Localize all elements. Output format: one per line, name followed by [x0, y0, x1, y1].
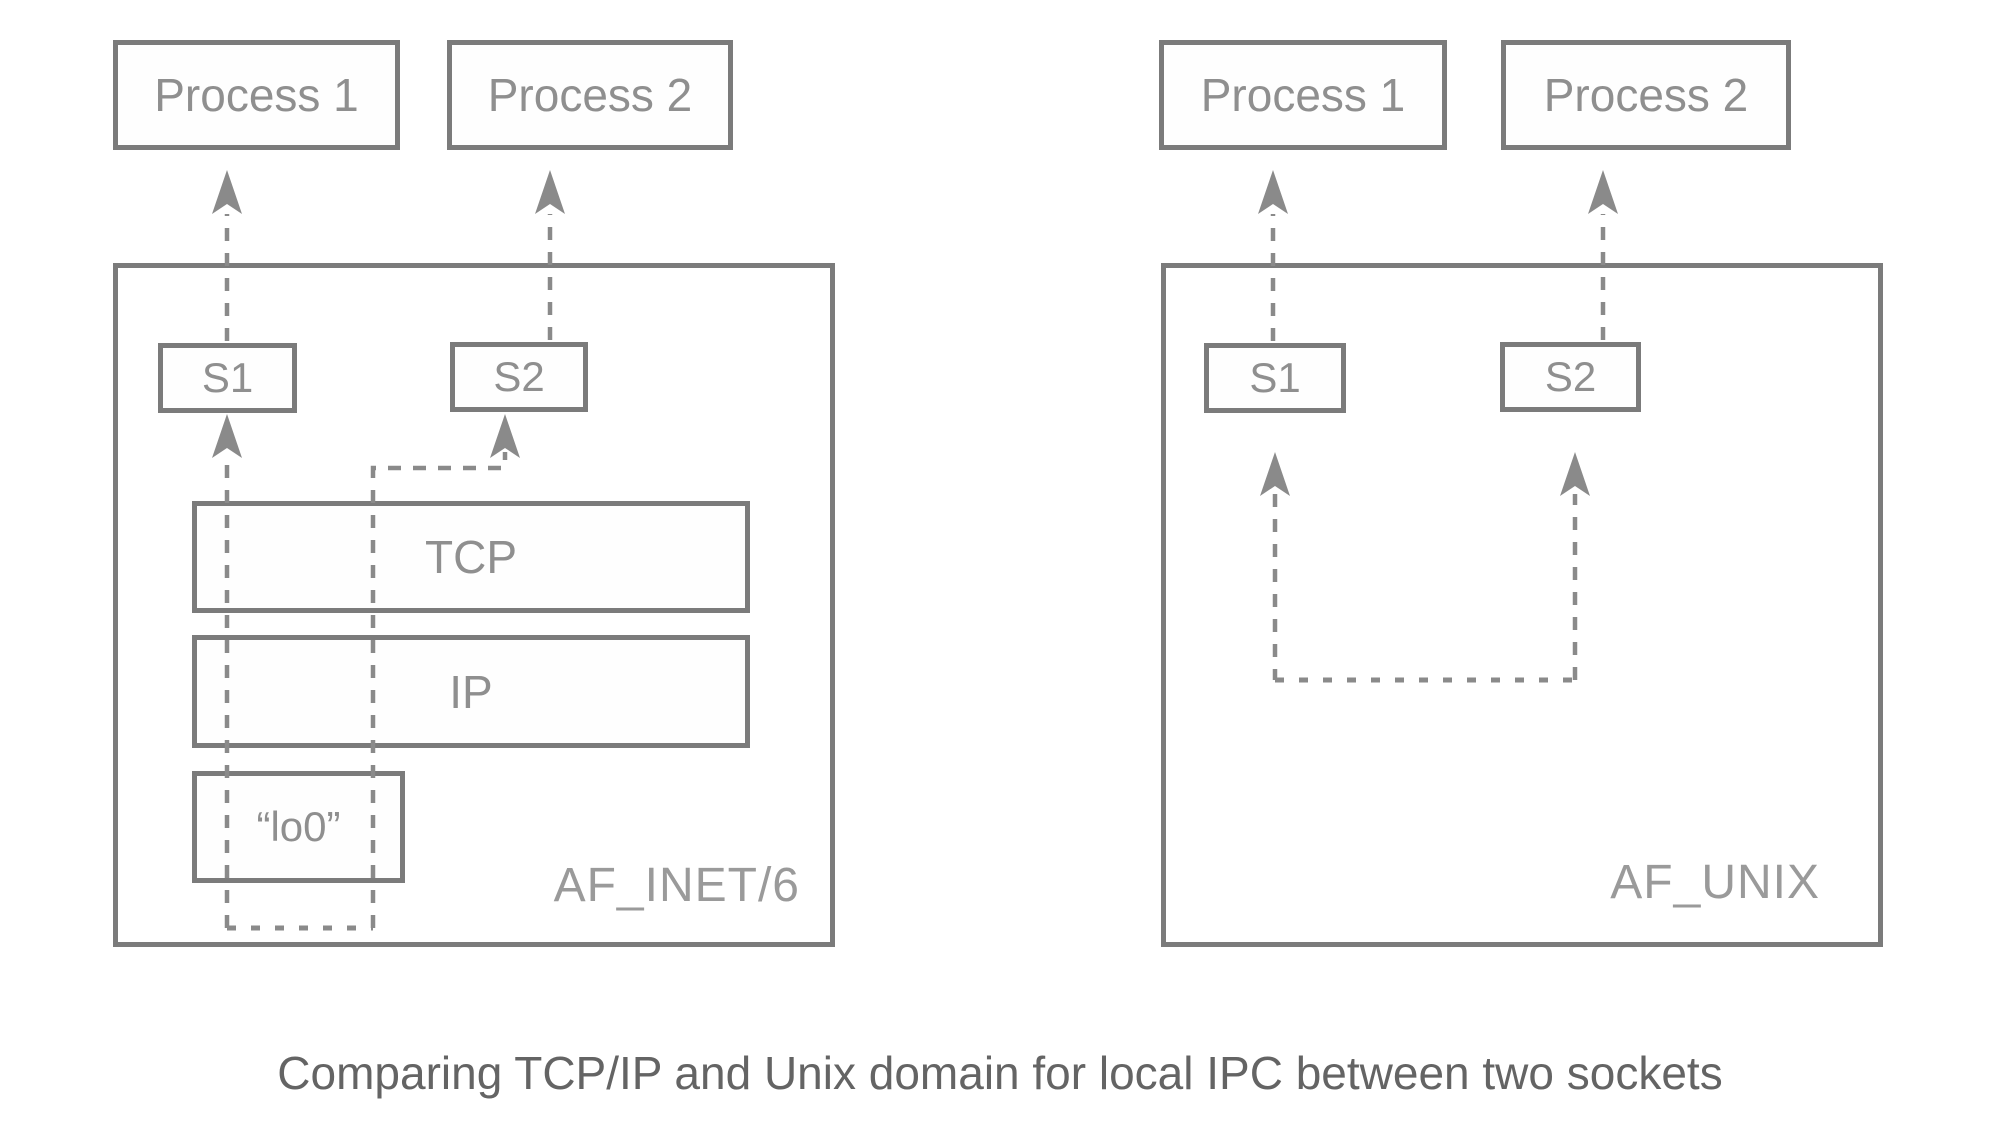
left-process1-arrowhead: [212, 170, 242, 214]
diagram-caption: Comparing TCP/IP and Unix domain for loc…: [277, 1047, 1723, 1099]
left-domain-box: [113, 263, 835, 947]
loopback-interface-label: “lo0”: [256, 803, 341, 850]
loopback-interface-box: “lo0”: [192, 771, 405, 883]
left-process1-box: Process 1: [113, 40, 400, 150]
ip-layer-label: IP: [449, 665, 493, 718]
left-socket-s2-label: S2: [493, 353, 545, 400]
right-socket-s2-box: S2: [1500, 342, 1641, 412]
right-domain-name: AF_UNIX: [1610, 856, 1820, 909]
tcp-layer-box: TCP: [192, 501, 750, 613]
left-process2-arrowhead: [535, 170, 565, 214]
left-domain-name: AF_INET/6: [553, 859, 800, 912]
left-process2-label: Process 2: [487, 69, 693, 121]
left-process2-box: Process 2: [447, 40, 733, 150]
right-process2-arrowhead: [1588, 170, 1618, 214]
left-socket-s1-label: S1: [201, 354, 254, 401]
right-socket-s2-label: S2: [1544, 353, 1597, 400]
left-socket-s1-box: S1: [158, 343, 297, 413]
right-process1-arrowhead: [1258, 170, 1288, 214]
left-process1-label: Process 1: [154, 69, 359, 121]
right-domain-box: [1161, 263, 1883, 947]
right-process2-box: Process 2: [1501, 40, 1791, 150]
right-socket-s1-label: S1: [1249, 354, 1301, 401]
ip-layer-box: IP: [192, 635, 750, 748]
left-socket-s2-box: S2: [450, 342, 588, 412]
right-process1-label: Process 1: [1200, 69, 1406, 121]
right-socket-s1-box: S1: [1204, 343, 1346, 413]
tcp-layer-label: TCP: [425, 531, 517, 583]
right-process1-box: Process 1: [1159, 40, 1447, 150]
right-process2-label: Process 2: [1543, 69, 1749, 121]
